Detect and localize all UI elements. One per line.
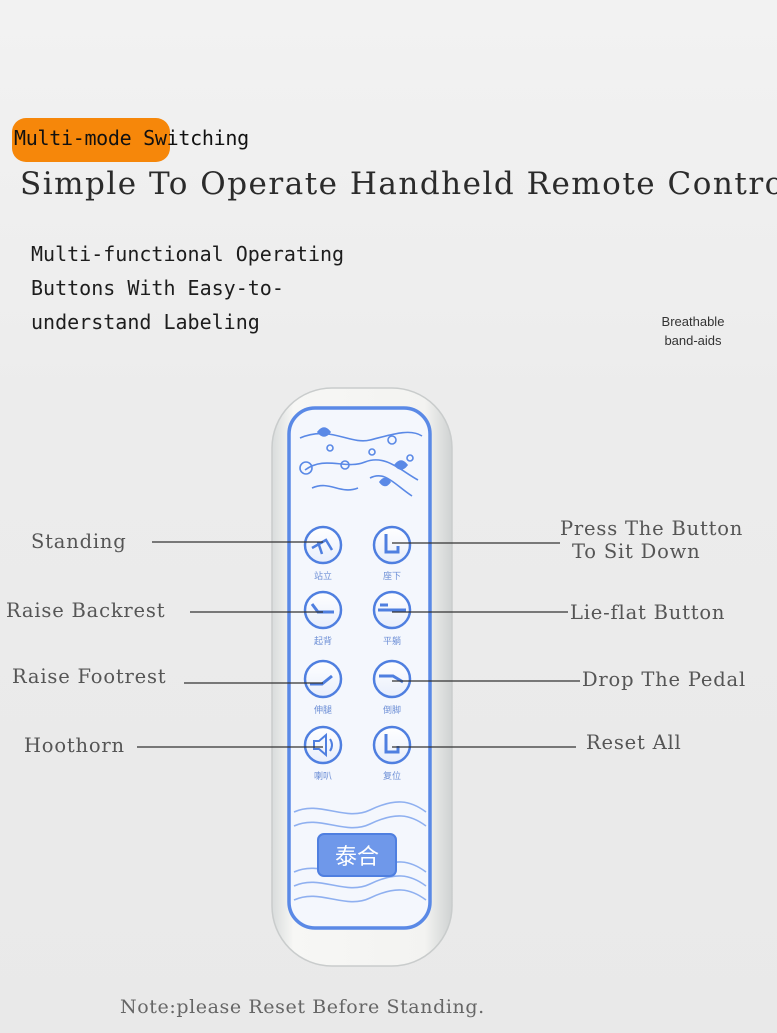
side-note: Breathable band-aids (640, 312, 746, 350)
footer-note: Note:please Reset Before Standing. (120, 996, 485, 1018)
lie-flat-button[interactable] (372, 590, 412, 630)
horn-button[interactable] (303, 725, 343, 765)
raise-footrest-icon (310, 674, 333, 686)
horn-icon (313, 732, 333, 758)
drop-pedal-icon (379, 674, 404, 684)
description-line: understand Labeling (31, 310, 260, 334)
side-note-line: band-aids (664, 333, 722, 348)
floral-decoration (299, 427, 423, 497)
brand-label: 泰合 (335, 845, 379, 870)
description-line: Multi-functional Operating (31, 242, 345, 266)
button-caption: 倒脚 (383, 704, 401, 716)
callout-raise-footrest: Raise Footrest (12, 665, 167, 688)
leader-lines (137, 541, 580, 748)
button-caption: 起背 (314, 635, 332, 647)
sit-down-button[interactable] (372, 525, 412, 565)
button-caption: 喇叭 (314, 770, 332, 782)
callout-lie-flat: Lie-flat Button (570, 601, 726, 624)
standing-button[interactable] (303, 525, 343, 565)
wave-decoration (293, 801, 427, 903)
raise-footrest-button[interactable] (303, 659, 343, 699)
callout-line: To Sit Down (572, 540, 701, 563)
feature-description: Multi-functional Operating Buttons With … (31, 237, 344, 339)
mode-badge (12, 118, 170, 162)
standing-icon (311, 538, 334, 555)
callout-raise-backrest: Raise Backrest (6, 599, 166, 622)
mode-badge-label: Multi-mode Switching (14, 126, 249, 150)
callout-line: Press The Button (560, 517, 744, 540)
drop-pedal-button[interactable] (372, 659, 412, 699)
callout-reset-all: Reset All (586, 731, 682, 754)
button-caption: 平躺 (383, 635, 401, 647)
button-caption: 站立 (314, 570, 332, 582)
callout-hoothorn: Hoothorn (24, 734, 125, 757)
button-caption: 座下 (383, 570, 401, 582)
callout-standing: Standing (31, 530, 127, 553)
sit-down-icon (384, 534, 400, 554)
raise-backrest-button[interactable] (303, 590, 343, 630)
reset-button[interactable] (372, 725, 412, 765)
brand-plate (317, 833, 397, 877)
page-title: Simple To Operate Handheld Remote Contro… (20, 166, 777, 202)
button-caption: 伸腿 (314, 704, 332, 716)
description-line: Buttons With Easy-to- (31, 276, 284, 300)
side-note-line: Breathable (661, 314, 725, 329)
lie-flat-icon (378, 603, 406, 612)
callout-sit-down: Press The Button To Sit Down (560, 517, 743, 563)
button-caption: 复位 (383, 770, 401, 782)
callout-drop-pedal: Drop The Pedal (582, 668, 747, 691)
reset-icon (384, 734, 400, 754)
